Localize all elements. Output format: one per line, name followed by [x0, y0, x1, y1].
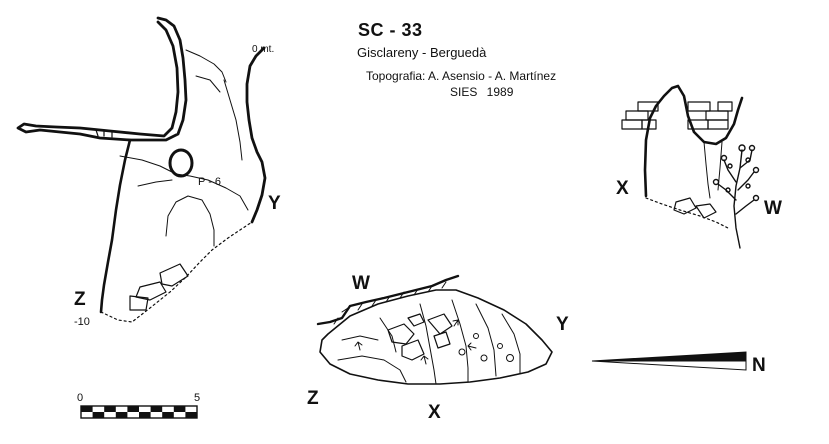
plan-contour-5	[475, 303, 497, 377]
plan-contour-4	[451, 299, 469, 383]
cross-section-wall	[643, 84, 744, 198]
brick-wall	[621, 101, 733, 130]
section-label-y: Y	[268, 193, 281, 214]
plan-boulder-4	[433, 331, 451, 349]
depth-zero-label: 0 mt.	[252, 44, 274, 55]
vertical-section	[16, 16, 267, 323]
plan-boulder-5	[407, 313, 425, 327]
plan-boulder-3	[427, 313, 453, 335]
plan-label-w: W	[352, 273, 370, 294]
cross-section	[621, 84, 760, 249]
north-arrow-icon	[591, 351, 747, 371]
section-detail-marks	[95, 129, 113, 138]
plan-wall-hatch	[333, 281, 447, 325]
plan-wall-top	[316, 274, 460, 326]
cave-location: Gisclareny - Berguedà	[357, 45, 487, 60]
cross-section-inner-line	[703, 141, 711, 199]
scale-end-label: 5	[194, 392, 200, 404]
section-block-1	[135, 281, 167, 301]
section-shaft-line	[185, 49, 227, 83]
section-inner-line-4	[223, 79, 243, 161]
survey-authors: Topografia: A. Asensio - A. Martínez	[366, 69, 557, 83]
section-wall-left-lower	[99, 138, 132, 314]
section-block-3	[129, 295, 149, 311]
plan-contour-3	[419, 303, 437, 385]
plan-pebble-5	[473, 333, 479, 339]
section-label-z: Z	[74, 289, 86, 310]
survey-club-year: SIES 1989	[450, 85, 514, 99]
cave-code: SC - 33	[358, 20, 423, 40]
plan-contour-1	[337, 355, 407, 383]
section-opening	[168, 148, 194, 178]
section-inner-line-2	[137, 179, 173, 187]
cross-section-floor	[645, 197, 729, 229]
section-inner-line-5	[195, 75, 221, 93]
plan-outline	[319, 289, 553, 385]
plan-pebble-4	[497, 343, 503, 349]
plan-label-y: Y	[556, 314, 569, 335]
plan-contour-6	[501, 313, 521, 375]
cross-section-block-1	[673, 197, 697, 215]
cross-section-block-2	[695, 203, 717, 219]
plan-label-z: Z	[307, 388, 319, 409]
plan-pebble-2	[480, 354, 488, 362]
scale-start-label: 0	[77, 392, 83, 404]
section-inner-line-1	[119, 155, 249, 211]
plan-boulder-2	[401, 339, 425, 361]
plan-pebble-1	[458, 348, 466, 356]
scale-bar	[80, 405, 198, 419]
plan-view	[316, 274, 553, 385]
section-block-2	[159, 263, 189, 287]
plan-pebble-3	[506, 354, 514, 362]
shrub-icon	[712, 144, 760, 249]
section-floor	[100, 221, 253, 323]
plan-contour-2	[379, 317, 397, 353]
plan-label-x: X	[428, 402, 441, 423]
cross-section-label-x: X	[616, 178, 629, 199]
plan-boulder-1	[387, 323, 415, 345]
cross-section-label-w: W	[764, 198, 782, 219]
station-label: P - 6	[198, 176, 221, 188]
north-label: N	[752, 355, 766, 376]
section-inner-line-3	[165, 195, 215, 247]
slope-arrows	[354, 319, 477, 365]
section-wall-left	[16, 16, 188, 142]
depth-bottom-label: -10	[74, 316, 90, 328]
plan-contour-7	[341, 335, 379, 341]
section-wall-right	[245, 46, 267, 224]
